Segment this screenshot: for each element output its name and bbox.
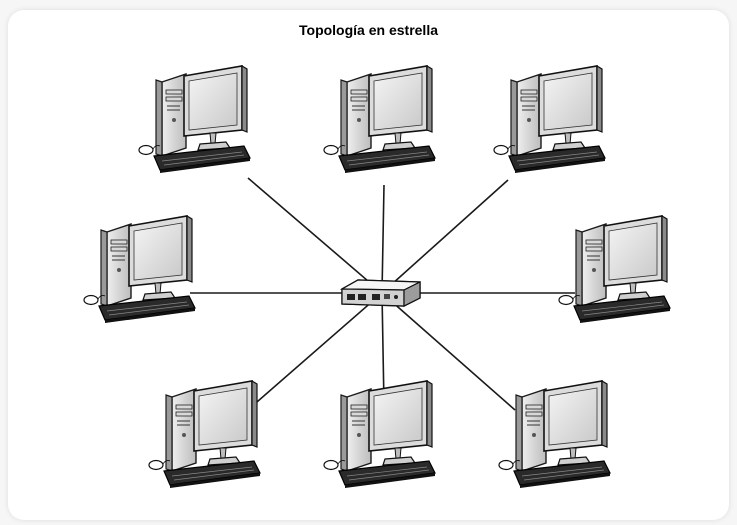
desktop-computer-icon: [138, 65, 251, 174]
workstation-bottom-right: [498, 380, 611, 489]
workstations: [83, 65, 671, 489]
workstation-middle-right: [558, 215, 671, 324]
connection-line-workstation-bottom-right: [381, 292, 516, 411]
connection-line-workstation-top-right: [381, 179, 509, 294]
desktop-computer-icon: [558, 215, 671, 324]
workstation-top-left: [138, 65, 251, 174]
workstation-top-center: [323, 65, 436, 174]
connection-line-workstation-bottom-left: [249, 292, 383, 409]
connection-line-workstation-bottom-center: [381, 292, 385, 406]
workstation-top-right: [493, 65, 606, 174]
desktop-computer-icon: [323, 380, 436, 489]
desktop-computer-icon: [498, 380, 611, 489]
desktop-computer-icon: [493, 65, 606, 174]
connection-line-workstation-top-left: [247, 177, 383, 294]
workstation-middle-left: [83, 215, 196, 324]
network-switch-icon: [339, 279, 421, 307]
desktop-computer-icon: [148, 380, 261, 489]
diagram-title: Topología en estrella: [299, 22, 438, 38]
workstation-bottom-center: [323, 380, 436, 489]
connection-line-workstation-top-center: [381, 184, 385, 294]
workstation-bottom-left: [148, 380, 261, 489]
desktop-computer-icon: [323, 65, 436, 174]
desktop-computer-icon: [83, 215, 196, 324]
